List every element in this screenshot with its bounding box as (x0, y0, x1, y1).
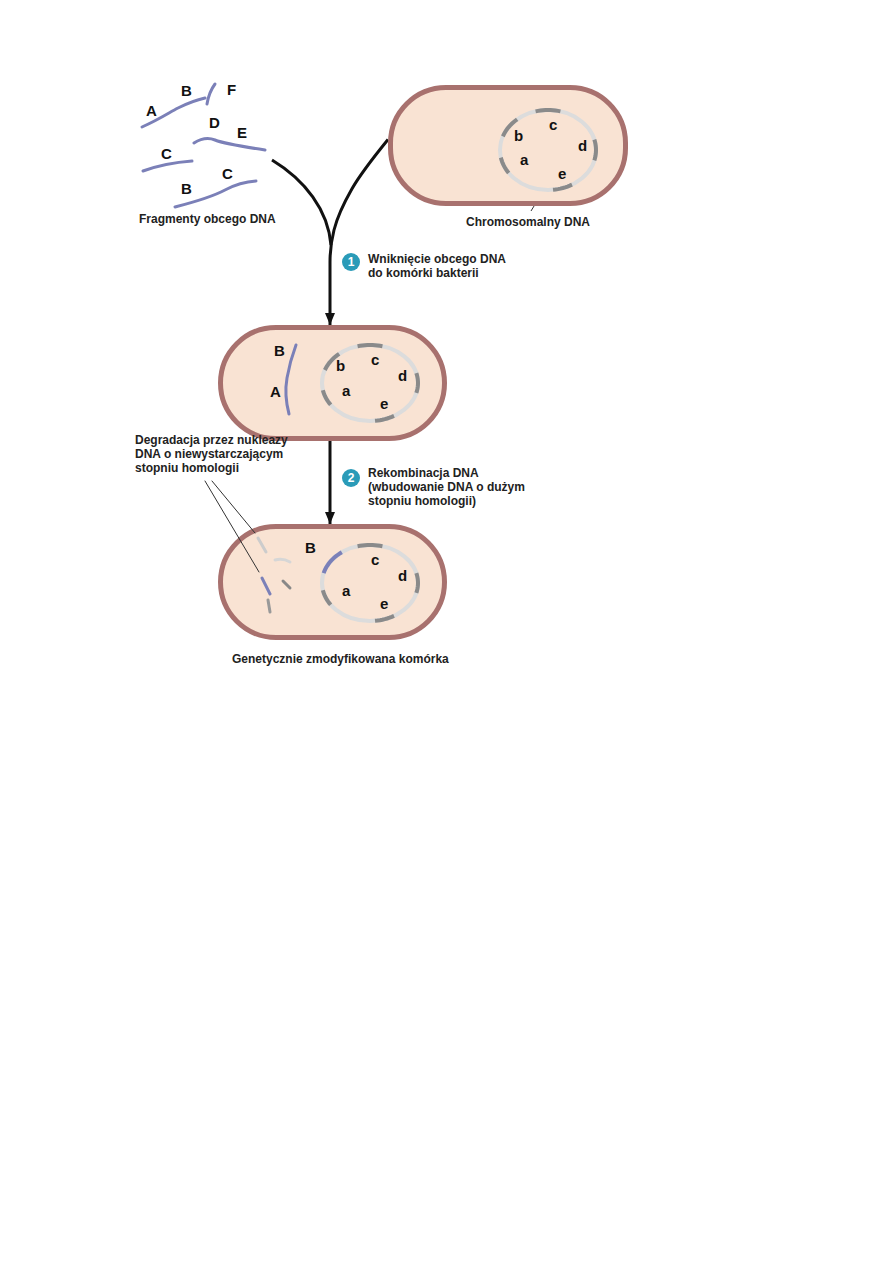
gene-segment (324, 552, 342, 573)
process-arrow (329, 441, 332, 524)
process-arrow (330, 140, 388, 326)
dna-fragment (207, 84, 215, 104)
dna-fragment (275, 559, 290, 562)
gene-segment (358, 545, 383, 546)
cell-interior (218, 524, 447, 640)
gene-letter: b (336, 358, 345, 373)
step-badge (342, 469, 360, 487)
gene-segment (416, 573, 418, 593)
gene-letter: a (342, 583, 350, 598)
caption-text: Chromosomalny DNA (466, 215, 666, 229)
gene-segment (323, 590, 331, 605)
caption-text: Wniknięcie obcego DNA do komórki bakteri… (368, 252, 518, 280)
bacterial-cell: Bc d a e (218, 524, 447, 640)
gene-letter: e (558, 166, 566, 181)
dna-fragments (142, 84, 265, 207)
caption-text: Degradacja przez nukleazy DNA o niewysta… (135, 433, 311, 475)
gene-letter: A (270, 384, 281, 399)
bacterial-cell: b c d a e (388, 85, 628, 206)
dna-fragment (142, 98, 205, 127)
callout-number: 2 (342, 471, 360, 485)
gene-segment (358, 345, 383, 346)
dna-fragment (262, 578, 270, 594)
caption-text: Fragmenty obcego DNA (139, 212, 339, 226)
gene-letter: C (222, 166, 233, 181)
gene-segment (416, 373, 418, 393)
gene-letter: A (146, 103, 157, 118)
chromosome (322, 345, 418, 421)
merge-curve (272, 160, 331, 245)
gene-letter: b (514, 128, 523, 143)
gene-segment (536, 110, 561, 111)
leader-line (205, 481, 259, 572)
dna-fragment (283, 581, 290, 588)
gene-segment (375, 416, 394, 421)
gene-letter: e (380, 396, 388, 411)
gene-segment (501, 158, 509, 173)
gene-segment (323, 390, 331, 405)
gene-segment (594, 140, 596, 161)
gene-letter: c (371, 352, 379, 367)
dna-fragment (258, 538, 266, 552)
gene-segment (375, 616, 394, 621)
gene-letter: e (380, 596, 388, 611)
chromosome (500, 110, 596, 190)
gene-letter: F (227, 82, 236, 97)
dna-fragment (286, 345, 296, 414)
dna-fragment (194, 139, 265, 150)
callout-number: 1 (342, 255, 360, 269)
gene-letter: d (398, 368, 407, 383)
gene-letter: B (305, 540, 316, 555)
gene-letter: d (398, 568, 407, 583)
gene-letter: c (549, 117, 557, 132)
gene-letter: C (161, 146, 172, 161)
gene-letter: c (371, 552, 379, 567)
cell-interior (218, 325, 447, 441)
gene-letter: a (520, 152, 528, 167)
step-badge (342, 253, 360, 271)
caption-text: Genetycznie zmodyfikowana komórka (232, 652, 492, 666)
bacterial-cell: B Ab c d a e (218, 325, 447, 441)
chromosome (322, 545, 418, 621)
caption-text: Rekombinacja DNA (wbudowanie DNA o dużym… (368, 466, 530, 508)
gene-letter: a (342, 383, 350, 398)
dna-fragment (268, 600, 270, 612)
gene-letter: B (274, 343, 285, 358)
dna-fragment (175, 181, 256, 207)
cell-interior (388, 85, 628, 206)
gene-letter: d (578, 138, 587, 153)
leader-line (212, 481, 255, 533)
dna-fragment (143, 161, 192, 171)
gene-letter: E (237, 125, 247, 140)
gene-letter: D (209, 115, 220, 130)
gene-letter: B (181, 83, 192, 98)
gene-segment (553, 185, 572, 190)
gene-letter: B (181, 181, 192, 196)
